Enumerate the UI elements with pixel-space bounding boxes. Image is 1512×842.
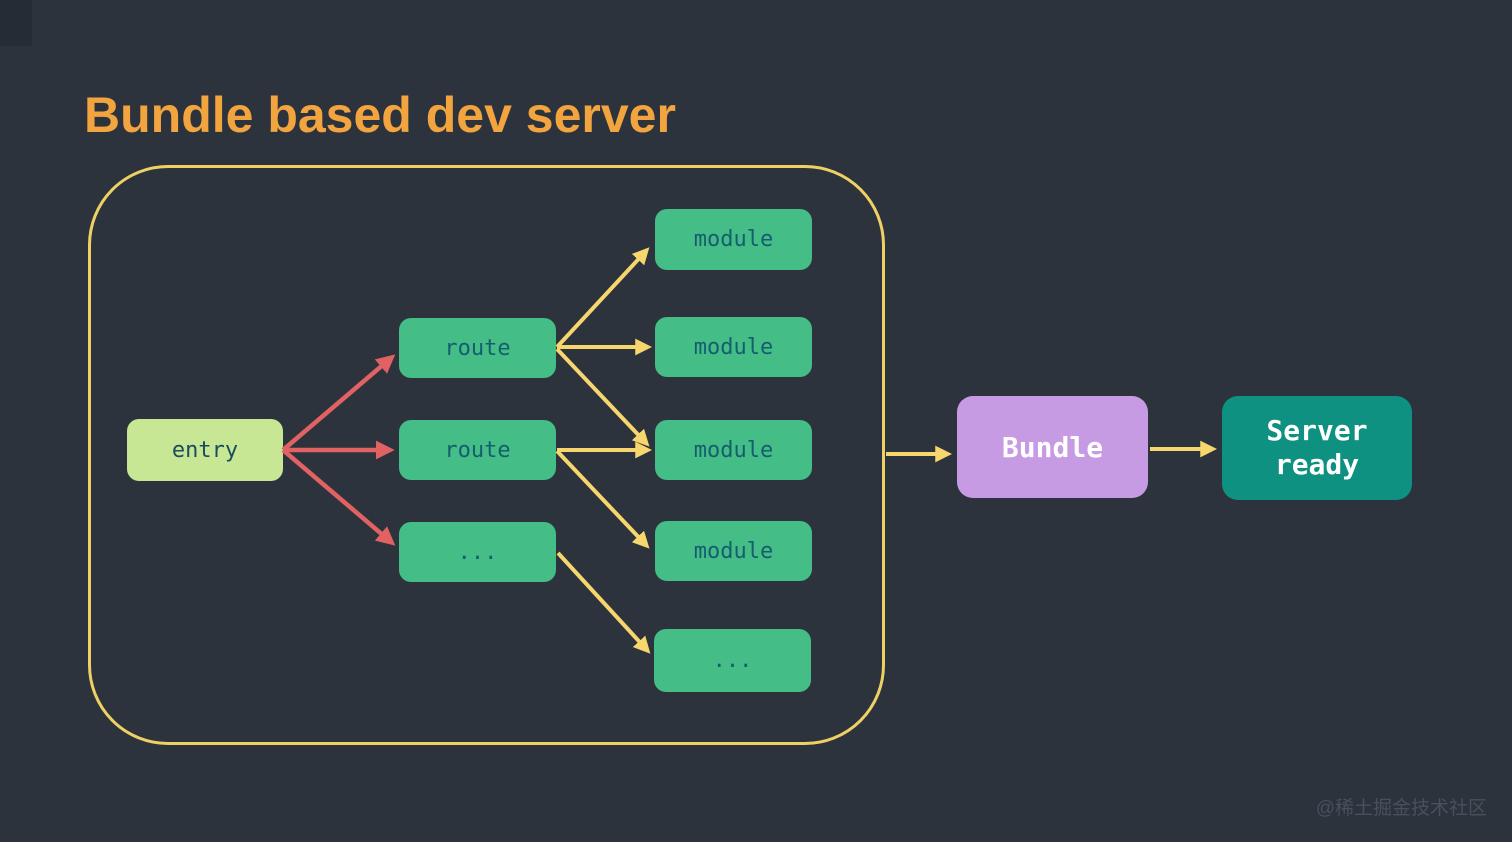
node-route-1-label: route bbox=[444, 335, 511, 361]
node-routes-ellipsis: ... bbox=[399, 522, 556, 582]
node-server-ready: Server ready bbox=[1222, 396, 1412, 500]
node-entry-label: entry bbox=[171, 437, 239, 463]
node-route-1: route bbox=[399, 318, 556, 378]
node-modules-ellipsis: ... bbox=[654, 629, 811, 692]
node-route-2: route bbox=[399, 420, 556, 480]
corner-shade bbox=[0, 0, 32, 46]
node-module-2-label: module bbox=[693, 334, 774, 360]
node-module-1: module bbox=[655, 209, 812, 270]
node-module-3: module bbox=[655, 420, 812, 480]
node-route-2-label: route bbox=[444, 437, 511, 463]
node-module-3-label: module bbox=[693, 437, 774, 463]
watermark: @稀土掘金技术社区 bbox=[1315, 798, 1487, 819]
node-bundle-label: Bundle bbox=[1001, 430, 1104, 464]
node-module-1-label: module bbox=[693, 227, 774, 252]
node-bundle: Bundle bbox=[957, 396, 1148, 498]
node-module-4-label: module bbox=[693, 538, 774, 564]
page-title: Bundle based dev server bbox=[84, 86, 676, 143]
node-server-ready-label: Server ready bbox=[1266, 414, 1368, 481]
node-routes-ellipsis-label: ... bbox=[457, 539, 498, 565]
node-modules-ellipsis-label: ... bbox=[712, 648, 753, 673]
node-module-2: module bbox=[655, 317, 812, 377]
node-entry: entry bbox=[127, 419, 283, 481]
node-module-4: module bbox=[655, 521, 812, 581]
dev-server-scope-outline bbox=[88, 165, 885, 745]
